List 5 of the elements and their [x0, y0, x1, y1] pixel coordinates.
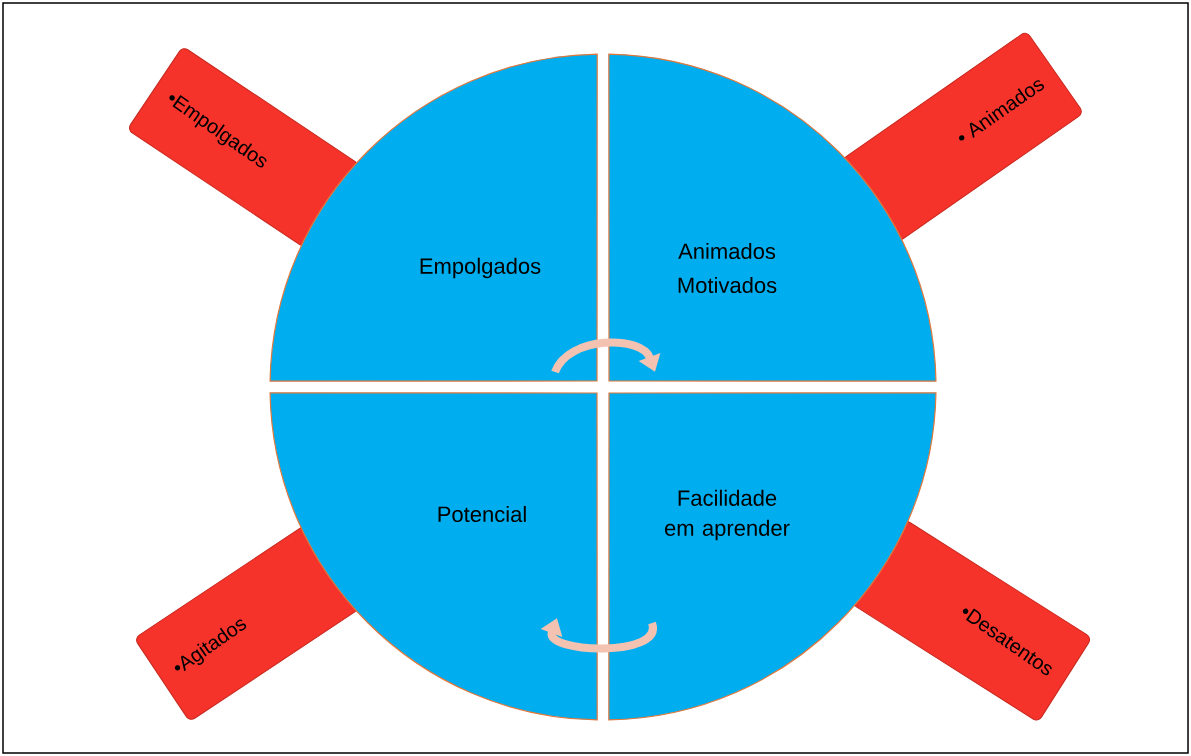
- quadrant-segment: Empolgados: [269, 53, 598, 382]
- quadrant-segment: Facilidade em aprender: [608, 392, 937, 721]
- quadrant-segment: Animados Motivados: [608, 53, 937, 382]
- quadrant-segment: Potencial: [269, 392, 598, 721]
- curved-arrow: [551, 338, 661, 374]
